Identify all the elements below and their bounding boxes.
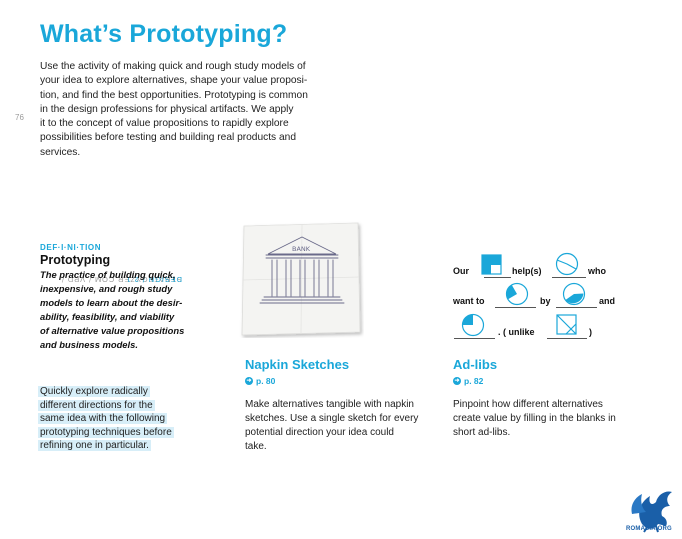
adlib-blank[interactable] [547, 338, 587, 339]
napkin-body-line: potential direction your idea could [245, 427, 394, 438]
adlibs-heading: Ad-libs [453, 357, 498, 372]
intro-line: tion, and find the best opportunities. P… [40, 89, 308, 101]
napkin-body-line: Make alternatives tangible with napkin [245, 399, 414, 410]
highlight-line: same idea with the following [38, 413, 168, 425]
adlibs-body-line: short ad-libs. [453, 427, 511, 438]
pains-icon [562, 282, 586, 306]
adlibs-body-line: Pinpoint how different alternatives [453, 399, 603, 410]
adlib-word-by: by [540, 296, 551, 306]
competing-value-proposition-icon [556, 314, 577, 335]
products-services-icon [481, 254, 502, 275]
intro-line: Use the activity of making quick and rou… [40, 61, 306, 72]
page-title: What’s Prototyping? [40, 20, 288, 48]
definition-line: models to learn about the desir- [40, 297, 183, 308]
napkin-body-line: sketches. Use a single sketch for every [245, 413, 419, 424]
adlib-close-paren: ) [589, 327, 592, 337]
arrow-circle-icon: ➜ [245, 377, 253, 385]
adlibs-body: Pinpoint how different alternatives crea… [453, 398, 653, 440]
adlib-blank[interactable] [495, 307, 536, 308]
definition-body: The practice of building quick, inexpens… [40, 268, 210, 352]
logo-text: ROMASIA.ORG [626, 526, 672, 532]
side-running-header: STRATEGYZER.COM / VPD / DESIGN / 2.1 [4, 138, 182, 300]
adlib-blank[interactable] [484, 277, 511, 278]
napkin-sketch-illustration: BANK [241, 222, 361, 336]
intro-line: services. [40, 146, 81, 158]
adlib-word-helps: help(s) [512, 266, 542, 276]
adlib-word-unlike: . ( unlike [498, 327, 535, 337]
highlight-note: Quickly explore radically different dire… [38, 385, 208, 453]
adlibs-body-line: create value by filling in the blanks in [453, 413, 616, 424]
definition-line: of alternative value propositions [40, 325, 185, 336]
napkin-sketches-heading: Napkin Sketches [245, 357, 350, 372]
intro-line: in the design professions for physical a… [40, 103, 294, 115]
gains-icon [461, 313, 485, 337]
intro-paragraph: Use the activity of making quick and rou… [40, 60, 340, 160]
definition-line: The practice of building quick, [40, 269, 176, 280]
adlib-template: Our help(s) who want to by and . ( unlik… [450, 250, 670, 345]
definition-tag: DEF·I·NI·TION [40, 243, 102, 252]
intro-line: your idea to explore alternatives, shape… [40, 75, 308, 87]
adlib-blank[interactable] [552, 277, 586, 278]
highlight-line: prototyping techniques before [38, 426, 174, 438]
definition-line: ability, feasibility, and viability [40, 311, 175, 322]
adlib-blank[interactable] [454, 338, 495, 339]
highlight-line: refining one in particular. [38, 440, 151, 452]
adlib-blank[interactable] [556, 307, 597, 308]
adlib-word-who: who [588, 266, 606, 276]
napkin-sketch-label: BANK [292, 245, 311, 253]
napkin-page-link[interactable]: ➜ p. 80 [245, 376, 275, 386]
customer-segment-icon [555, 252, 579, 276]
highlight-line: Quickly explore radically [38, 386, 150, 397]
page-number: 76 [15, 113, 24, 122]
griffin-logo-icon [631, 491, 672, 533]
highlight-line: different directions for the [38, 399, 155, 411]
customer-jobs-icon [505, 282, 529, 306]
adlib-word-want-to: want to [453, 296, 485, 306]
adlib-word-our: Our [453, 266, 470, 276]
intro-line: it to the concept of value propositions … [40, 118, 289, 130]
arrow-circle-icon: ➜ [453, 377, 461, 385]
definition-term: Prototyping [40, 253, 111, 267]
adlibs-page-ref: p. 82 [464, 376, 484, 386]
napkin-body-line: take. [245, 441, 267, 452]
definition-line: and business models. [40, 339, 138, 350]
adlibs-page-link[interactable]: ➜ p. 82 [453, 376, 483, 386]
napkin-sketches-body: Make alternatives tangible with napkin s… [245, 398, 445, 454]
definition-line: inexpensive, and rough study [40, 283, 173, 294]
napkin-page-ref: p. 80 [256, 376, 276, 386]
intro-line: possibilities before testing and buildin… [40, 132, 296, 144]
adlib-word-and: and [599, 296, 616, 306]
